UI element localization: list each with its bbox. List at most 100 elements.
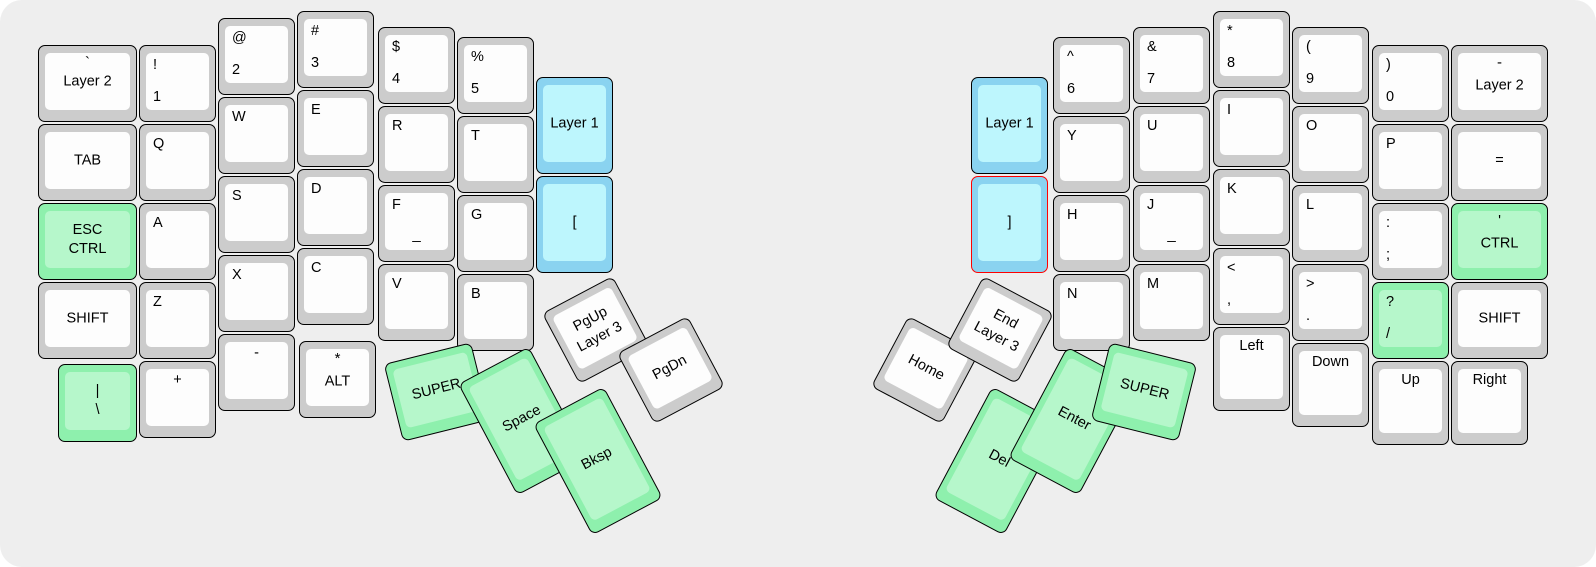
key-c[interactable]: C [297,248,374,325]
key-3[interactable]: # 3 [297,11,374,88]
key-legend-top: T [471,128,480,144]
key-cap: - Layer 2 [1458,53,1541,110]
key-b[interactable]: B [457,274,534,351]
key-legend-top: U [1147,118,1158,134]
key-pipe-backslash[interactable]: | \ [58,364,137,442]
key-legend-top: < [1227,260,1236,276]
key-g[interactable]: G [457,195,534,272]
key-y[interactable]: Y [1053,116,1130,193]
key-legend-top: P [1386,136,1396,152]
key-h[interactable]: H [1053,195,1130,272]
key-cap: P [1379,132,1442,189]
key-v[interactable]: V [378,264,455,341]
key-quote-ctrl[interactable]: ' CTRL [1451,203,1548,280]
key-right[interactable]: Right [1451,361,1528,445]
key-cap: L [1299,193,1362,250]
key-cap: > . [1299,272,1362,329]
key-m[interactable]: M [1133,264,1210,341]
key-r[interactable]: R [378,106,455,183]
key-cap: | \ [65,372,130,430]
key-x[interactable]: X [218,255,295,332]
key-legend-top: ( [1306,39,1311,55]
key-k[interactable]: K [1213,169,1290,246]
key-legend-main: 4 [392,70,401,87]
key-tab[interactable]: TAB [38,124,137,201]
key-cap: & 7 [1140,35,1203,92]
key-8[interactable]: * 8 [1213,11,1290,88]
key-bracket-left[interactable]: [ [536,176,613,273]
key-legend-top: X [232,267,242,283]
key-period[interactable]: > . [1292,264,1369,341]
key-layer1-left[interactable]: Layer 1 [536,77,613,174]
key-cap: N [1060,282,1123,339]
key-equals[interactable]: = [1451,124,1548,201]
key-legend-top: ' [1498,212,1501,229]
key-u[interactable]: U [1133,106,1210,183]
key-left[interactable]: Left [1213,327,1290,411]
key-5[interactable]: % 5 [457,37,534,114]
key-9[interactable]: ( 9 [1292,27,1369,104]
key-shift-right[interactable]: SHIFT [1451,282,1548,359]
key-w[interactable]: W [218,97,295,174]
key-7[interactable]: & 7 [1133,27,1210,104]
key-s[interactable]: S [218,176,295,253]
key-legend-top: @ [232,30,247,46]
key-0[interactable]: ) 0 [1372,45,1449,122]
key-legend-main: CTRL [1480,235,1519,252]
key-layer1-right[interactable]: Layer 1 [971,77,1048,174]
key-legend-main: 7 [1147,70,1156,87]
key-cap: + [146,369,209,426]
key-alt[interactable]: * ALT [299,341,376,418]
key-esc-ctrl[interactable]: ESC CTRL [38,203,137,280]
key-plus[interactable]: + [139,361,216,438]
key-up[interactable]: Up [1372,361,1449,445]
key-q[interactable]: Q [139,124,216,201]
key-legend-backslash: \ [95,402,100,419]
key-z[interactable]: Z [139,282,216,359]
key-legend-top: N [1067,286,1078,302]
key-layer2-minus[interactable]: - Layer 2 [1451,45,1548,122]
key-e[interactable]: E [297,90,374,167]
key-legend-main: Down [1311,354,1350,370]
key-2[interactable]: @ 2 [218,18,295,95]
key-cap: * 8 [1220,19,1283,76]
key-f[interactable]: F _ [378,185,455,262]
key-bracket-right[interactable]: ] [971,176,1048,273]
key-legend-top: S [232,188,242,204]
key-legend-top: O [1306,118,1318,134]
key-legend-main: SHIFT [1478,309,1521,326]
key-cap: ? / [1379,290,1442,347]
key-legend-main: SHIFT [66,309,109,326]
key-d[interactable]: D [297,169,374,246]
key-comma[interactable]: < , [1213,248,1290,325]
key-legend-top: E [311,102,321,118]
key-layer2-grave[interactable]: ` Layer 2 [38,45,137,122]
key-l[interactable]: L [1292,185,1369,262]
key-p[interactable]: P [1372,124,1449,201]
key-legend-top: G [471,207,483,223]
key-j[interactable]: J _ [1133,185,1210,262]
key-shift[interactable]: SHIFT [38,282,137,359]
key-legend-main: Left [1239,338,1264,354]
key-minus[interactable]: - [218,334,295,411]
key-legend-main: 2 [232,61,241,78]
key-legend-main: Home [905,351,948,384]
key-i[interactable]: I [1213,90,1290,167]
key-a[interactable]: A [139,203,216,280]
key-legend-main: TAB [73,151,102,168]
key-n[interactable]: N [1053,274,1130,351]
key-legend-top: : [1386,215,1391,231]
key-cap: F _ [385,193,448,250]
key-t[interactable]: T [457,116,534,193]
key-4[interactable]: $ 4 [378,27,455,104]
key-cap: M [1140,272,1203,329]
key-o[interactable]: O [1292,106,1369,183]
key-cap: Left [1220,335,1283,399]
key-slash[interactable]: ? / [1372,282,1449,359]
homing-bump-icon: _ [412,226,421,244]
key-6[interactable]: ^ 6 [1053,37,1130,114]
key-down[interactable]: Down [1292,343,1369,427]
key-1[interactable]: ! 1 [139,45,216,122]
key-semicolon[interactable]: : ; [1372,203,1449,280]
key-cap: T [464,124,527,181]
